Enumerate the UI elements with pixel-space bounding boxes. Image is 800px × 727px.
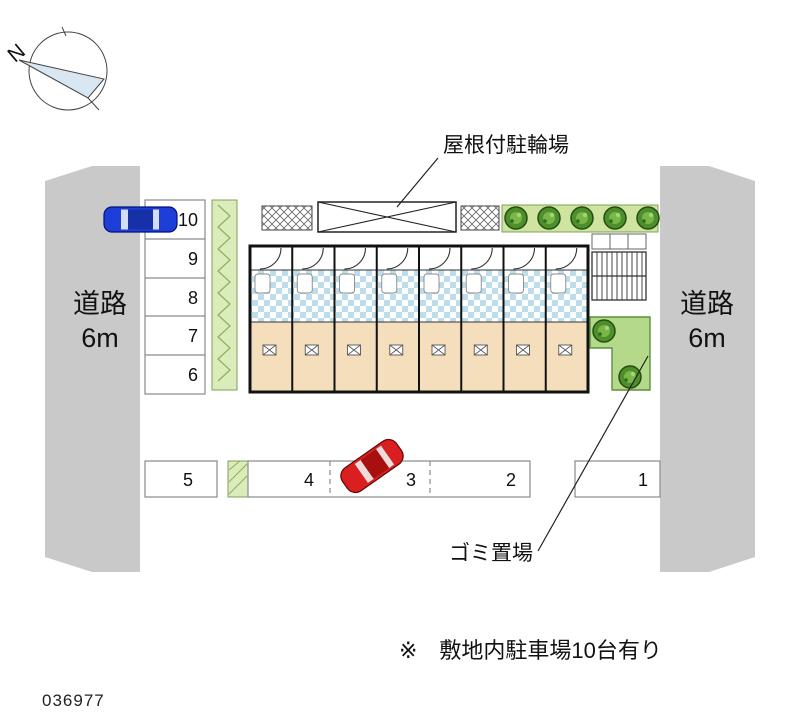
parking-space-10-number: 10 xyxy=(178,210,198,230)
plan-number: 036977 xyxy=(42,691,105,710)
parking-space-5 xyxy=(144,460,218,498)
car-red-windshield xyxy=(354,460,374,483)
parking-space-4-number: 4 xyxy=(304,470,314,490)
parking-space-8-number: 8 xyxy=(188,288,198,308)
road-left-width: 6m xyxy=(81,323,119,353)
road-left-name: 道路 xyxy=(73,289,127,319)
garbage-annotation: ゴミ置場 xyxy=(449,355,649,565)
utility-box xyxy=(591,233,647,250)
tree-icon xyxy=(537,206,561,230)
road-right: 道路 6m xyxy=(660,166,755,572)
compass-circle xyxy=(28,31,108,111)
parking-space-9-number: 9 xyxy=(188,249,198,269)
car-blue xyxy=(103,206,178,233)
parking-space-3-number: 3 xyxy=(406,470,416,490)
compass-needle xyxy=(18,59,105,99)
garbage-label: ゴミ置場 xyxy=(449,542,533,565)
parking-space-5-number: 5 xyxy=(183,470,193,490)
parking-row-bottom: 5 4 3 2 1 xyxy=(144,460,661,498)
tree-icon xyxy=(592,319,616,343)
bicycle-parking-label: 屋根付駐輪場 xyxy=(443,134,569,157)
parking-space-6-number: 6 xyxy=(188,365,198,385)
compass: N xyxy=(3,26,108,111)
road-right-surface xyxy=(660,166,755,572)
staircase xyxy=(591,251,647,301)
car-red-roof xyxy=(361,449,389,479)
car-blue-roof xyxy=(128,209,153,230)
hedge-strip-surface xyxy=(211,199,238,391)
parking-space-2-number: 2 xyxy=(506,470,516,490)
car-red xyxy=(340,438,404,494)
utility-boxes xyxy=(591,233,647,250)
tree-icon xyxy=(504,206,528,230)
garbage-area-green xyxy=(589,316,651,391)
tree-icon xyxy=(618,365,642,389)
garbage-pointer-line xyxy=(537,355,649,552)
car-blue-windshield xyxy=(121,209,128,230)
roof-diagonal xyxy=(317,201,457,233)
compass-tick xyxy=(61,26,67,37)
parking-space-1 xyxy=(574,460,661,498)
bicycle-rack-right-box xyxy=(460,205,500,231)
compass-needle-tail xyxy=(87,97,100,111)
road-left: 道路 6m xyxy=(45,166,140,572)
road-right-name: 道路 xyxy=(680,289,734,319)
bicycle-parking-pointer-line xyxy=(396,157,439,208)
site-note: ※ 敷地内駐車場10台有り xyxy=(399,638,662,663)
road-right-width: 6m xyxy=(688,323,726,353)
hedge-hatch xyxy=(228,460,248,495)
building-outline xyxy=(248,244,590,394)
covered-bicycle-parking-area xyxy=(317,201,457,233)
car-red-rear-window xyxy=(376,445,395,468)
hedge-zigzag xyxy=(217,204,231,382)
bicycle-rack-right xyxy=(460,205,500,231)
hedge-strip-vertical xyxy=(211,199,238,391)
parking-space-7-number: 7 xyxy=(188,326,198,346)
tree-icon xyxy=(603,206,627,230)
road-left-surface xyxy=(45,166,140,572)
apartment-building xyxy=(248,244,590,394)
bicycle-rack-left-box xyxy=(261,205,313,231)
tree-icon xyxy=(570,206,594,230)
tree-icon xyxy=(636,206,660,230)
bicycle-rack-left xyxy=(261,205,313,231)
car-blue-rear-window xyxy=(153,209,159,230)
bicycle-parking-annotation: 屋根付駐輪場 xyxy=(396,134,569,208)
lawn-strip-top xyxy=(501,204,660,233)
parking-space-1-number: 1 xyxy=(638,470,648,490)
